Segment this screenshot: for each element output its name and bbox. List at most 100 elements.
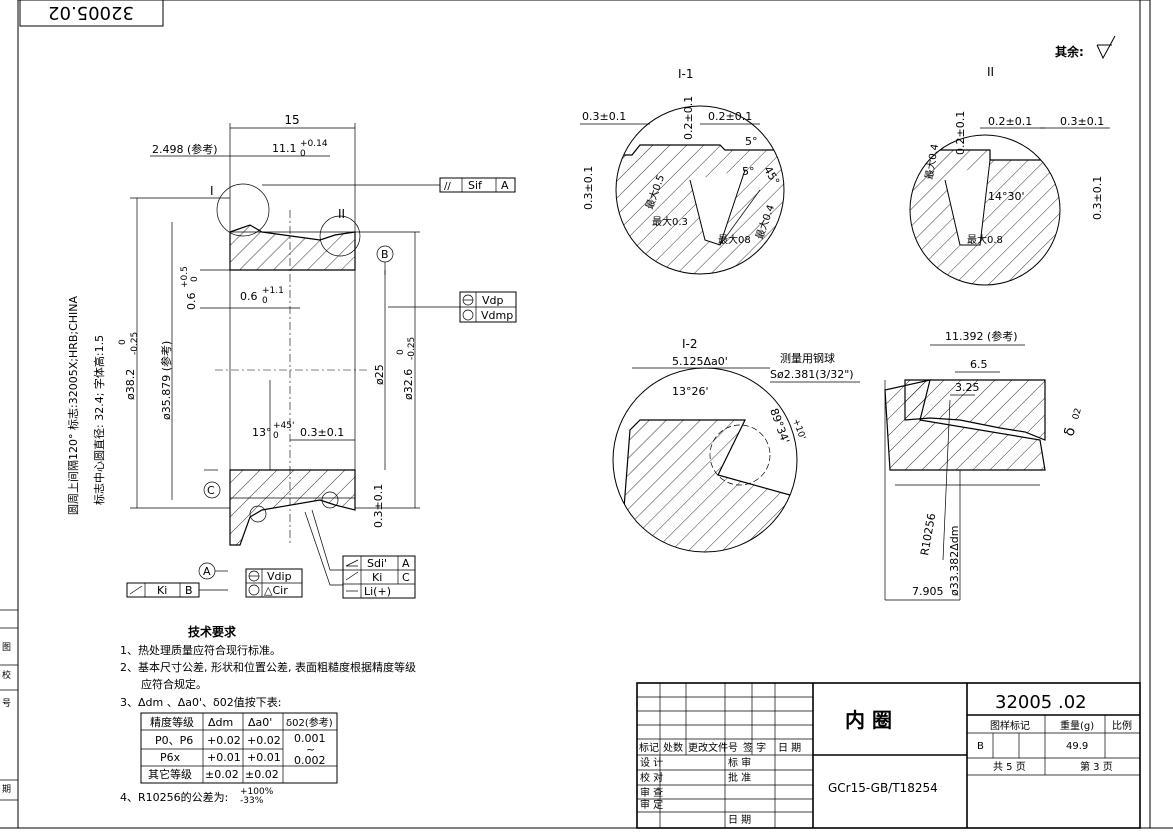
total-pages: 共 5 页 [993,761,1026,773]
table-header: Δa0' [248,716,272,729]
datum-C-circle [203,481,221,499]
I2-d1: 5.125Δa0' [672,355,728,368]
roughness-symbol-icon [1096,35,1116,60]
dim-13deg-tol-up: +45' [273,421,294,431]
tolerance-table: 精度等级 Δdm Δa0' δ02(参考) P0、P6 +0.02 +0.02 … [140,712,338,784]
table-header: Δdm [208,716,233,729]
datum-C: C [207,484,215,497]
dim-03b: 0.3±0.1 [372,484,385,528]
ki-label: Ki [372,571,382,584]
dim-width: 15 [284,113,299,127]
II-m2: 最大0.8 [967,233,1003,246]
sample-mark-label: 图样标记 [990,719,1030,732]
table-cell: P0、P6 [155,734,193,747]
dim-13deg-tol-dn: 0 [273,431,279,441]
top-section-hatch [229,224,356,271]
dim-06-tol-up: +1.1 [262,286,284,296]
d4-d1: 11.392 (参考) [945,329,1018,343]
dim-382: ø38.2 [124,369,137,400]
r-tol-dn: -33% [240,796,264,806]
ki-b-ref: B [185,584,193,597]
role-right-label: 标 审 [728,756,751,769]
dim-06v: 0.6 [185,293,198,311]
section-label-II: II [338,207,345,221]
I2-angle2: 89°34' [767,407,792,446]
tech-requirements: 技术要求 1、热处理质量应符合现行标准。 2、基本尺寸公差, 形状和位置公差, … [120,624,416,806]
vdp-frame: Vdp Vdmp [388,291,517,323]
surface-roughness-note: 其余: [1055,35,1116,60]
left-strip-label: 号 [2,698,11,709]
role-label: 审 定 [640,798,663,811]
material: GCr15-GB/T18254 [828,781,938,795]
tech-title: 技术要求 [188,624,237,639]
II-d4: 0.3±0.1 [1091,176,1104,220]
I1-d3: 0.2±0.1 [708,110,752,123]
table-cell: +0.02 [247,734,281,747]
I2-steel-ball: 测量用钢球 [780,351,835,365]
tech-item: 2、基本尺寸公差, 形状和位置公差, 表面粗糙度根据精度等级 [120,660,416,674]
I1-a2: 5° [742,165,755,178]
table-cell: 其它等级 [148,767,192,781]
side-note-1: 圆周上间隔120° 标志:32005X;HRB;CHINA [66,295,80,515]
dim-03a: 0.3±0.1 [300,426,344,439]
rotated-number-text: 32005.02 [48,2,134,23]
vdip-label: Vdip [267,570,292,583]
dim-06: 0.6 [240,290,258,303]
detail-II: II 0.2±0.1 0.2±0.1 0.3±0.1 0.3±0.1 最大0.4… [909,65,1110,286]
d4-radius: R10256 [918,512,938,556]
detail-I2: I-2 5.125Δa0' 测量用钢球 Sø2.381(3/32") 13°26… [612,337,860,553]
part-name: 内 圈 [845,708,892,732]
I2-angle2-tol: +10' [790,418,807,442]
I1-m3: 最大08 [718,233,751,246]
dim-111-tol-dn: 0 [300,149,306,159]
d4-d3: 3.25 [955,381,980,394]
dim-13deg: 13° [252,426,272,439]
table-header: 精度等级 [150,715,194,729]
role-label: 校 对 [640,771,663,784]
d4-delta: δ [1061,426,1079,438]
sdi-ref: A [402,557,410,570]
role-label: 设 计 [640,756,663,769]
ki-ref: C [402,571,410,584]
datum-B: B [381,248,389,261]
rotated-number-box: 32005.02 [19,0,164,27]
II-angle: 14°30' [988,190,1025,203]
sdi-label: Sdi' [367,557,387,570]
roughness-text: 其余: [1055,44,1084,59]
table-cell: +0.02 [207,734,241,747]
d4-dia: ø33.382Δdm [948,526,961,596]
d4-delta-sub: 02 [1071,407,1084,421]
table-header: δ02(参考) [286,716,333,729]
dim-326-tol-dn: -0.25 [407,337,417,360]
ki-b-label: Ki [157,584,167,597]
dim-35879: ø35.879 (参考) [159,341,173,420]
sdi-frame: Sdi' A Ki C Li(+) [304,509,416,599]
dim-382-tol-up: 0 [118,339,128,345]
dim-06v-tol-dn: 0 [190,276,200,282]
vdp-label: Vdp [482,294,504,307]
dim-326-tol-up: 0 [396,349,406,355]
II-d3: 0.3±0.1 [1060,115,1104,128]
II-d1: 0.2±0.1 [954,111,967,155]
rev-header: 标记 [639,742,659,754]
I1-d1: 0.3±0.1 [582,110,626,123]
weight: 49.9 [1066,741,1088,752]
scale-label: 比例 [1112,719,1132,732]
table-cell: +0.01 [207,751,241,764]
d4-d2: 6.5 [970,358,988,371]
detail-I1-title: I-1 [678,67,694,81]
parallel-icon: // [444,181,451,192]
dim-111: 11.1 [272,142,297,155]
bottom-section-hatch [229,469,356,546]
weight-label: 重量(g) [1060,719,1094,732]
parallel-ref: A [501,179,509,192]
vdmp-label: Vdmp [481,309,513,322]
table-cell: 0.002 [294,754,326,767]
ki-b-frame: Ki B [126,582,228,598]
table-cell: ~ [306,743,315,756]
role-right-label: 日 期 [728,814,751,826]
table-cell: P6x [160,751,181,764]
delta-cir-label: △Cir [264,584,288,597]
detail-I1: I-1 0.3±0.1 0.2±0.1 0.2±0.1 0.3±0.1 5° 5… [580,67,785,275]
detail-I2-title: I-2 [682,337,698,351]
